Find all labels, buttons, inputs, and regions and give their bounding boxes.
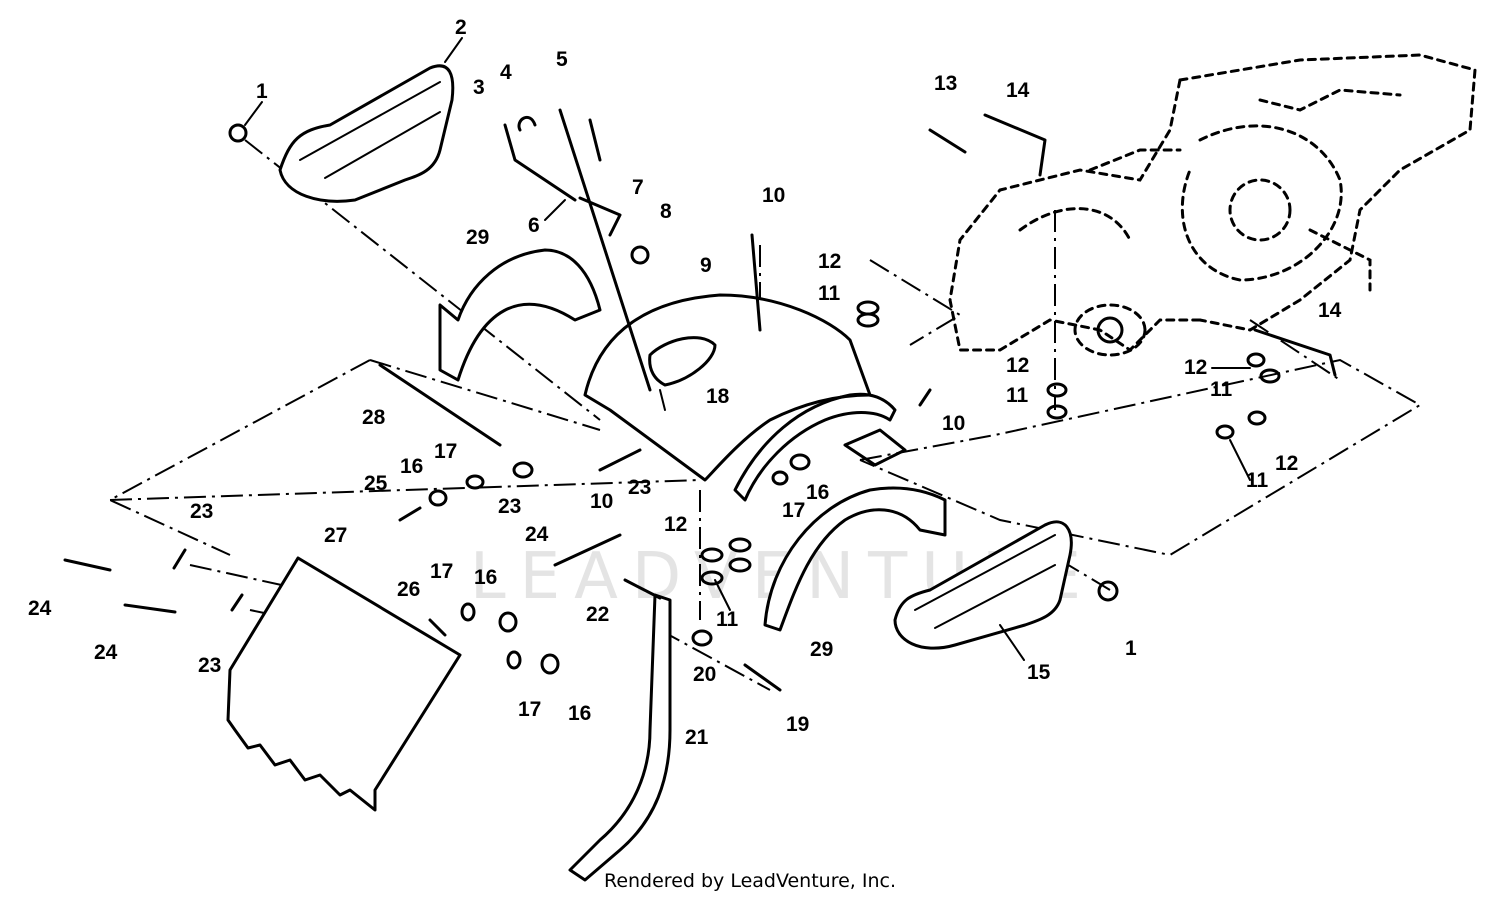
footer-credit: Rendered by LeadVenture, Inc. bbox=[603, 870, 897, 892]
callout-29: 29 bbox=[466, 226, 489, 249]
callout-6: 6 bbox=[528, 214, 540, 237]
callout-8: 8 bbox=[660, 200, 672, 223]
callout-28: 28 bbox=[362, 406, 386, 429]
callout-2: 2 bbox=[455, 16, 467, 39]
callout-10b: 10 bbox=[942, 412, 965, 435]
engine-transmission-outline bbox=[948, 53, 1477, 357]
callout-11b: 11 bbox=[1006, 384, 1029, 407]
callout-14: 14 bbox=[1006, 79, 1030, 102]
callout-11: 11 bbox=[818, 282, 841, 305]
callout-11c: 11 bbox=[1210, 378, 1233, 401]
hardware bbox=[63, 113, 1337, 692]
callout-7: 7 bbox=[632, 176, 644, 199]
callout-17b: 17 bbox=[782, 499, 805, 522]
tine-shield-left bbox=[438, 248, 602, 382]
callout-11e: 11 bbox=[716, 608, 739, 631]
callout-23b: 23 bbox=[498, 495, 521, 518]
callout-21: 21 bbox=[685, 726, 709, 749]
callout-12d: 12 bbox=[1275, 452, 1298, 475]
callout-10: 10 bbox=[762, 184, 785, 207]
callout-12b: 12 bbox=[1006, 354, 1029, 377]
callout-16c: 16 bbox=[474, 566, 497, 589]
callout-12c: 12 bbox=[1184, 356, 1207, 379]
callout-13: 13 bbox=[934, 72, 957, 95]
side-shield-left bbox=[278, 64, 455, 203]
callout-1: 1 bbox=[256, 80, 268, 103]
callout-24c: 24 bbox=[525, 523, 549, 546]
callout-22: 22 bbox=[586, 603, 609, 626]
callout-20: 20 bbox=[693, 663, 716, 686]
callout-12: 12 bbox=[818, 250, 841, 273]
callout-15: 15 bbox=[1027, 661, 1051, 684]
callouts: 1 1 2 3 4 5 6 7 8 9 10 10 10 11 11 11 11… bbox=[28, 16, 1342, 749]
leader-lines bbox=[244, 37, 1251, 661]
callout-24: 24 bbox=[28, 597, 52, 620]
tine-hood bbox=[583, 293, 872, 482]
callout-24b: 24 bbox=[94, 641, 118, 664]
side-shield-right bbox=[893, 520, 1073, 650]
callout-25: 25 bbox=[364, 472, 388, 495]
callout-1b: 1 bbox=[1125, 637, 1137, 660]
callout-17: 17 bbox=[434, 440, 457, 463]
callout-16b: 16 bbox=[806, 481, 829, 504]
callout-4: 4 bbox=[500, 61, 512, 84]
depth-stake bbox=[568, 593, 672, 882]
callout-23: 23 bbox=[190, 500, 213, 523]
callout-10c: 10 bbox=[590, 490, 613, 513]
callout-29b: 29 bbox=[810, 638, 833, 661]
callout-11d: 11 bbox=[1246, 469, 1269, 492]
callout-16: 16 bbox=[400, 455, 423, 478]
callout-23d: 23 bbox=[198, 654, 221, 677]
control-linkage bbox=[503, 108, 652, 392]
hood-rim bbox=[733, 392, 907, 502]
callout-5: 5 bbox=[556, 48, 568, 71]
callout-26: 26 bbox=[397, 578, 420, 601]
flap bbox=[226, 556, 462, 812]
callout-9: 9 bbox=[700, 254, 712, 277]
tine-shield-right bbox=[763, 486, 947, 632]
callout-19: 19 bbox=[786, 713, 809, 736]
callout-3: 3 bbox=[473, 76, 485, 99]
callout-23c: 23 bbox=[628, 476, 651, 499]
callout-17c: 17 bbox=[430, 560, 453, 583]
callout-17d: 17 bbox=[518, 698, 541, 721]
callout-14b: 14 bbox=[1318, 299, 1342, 322]
callout-18: 18 bbox=[706, 385, 730, 408]
rod bbox=[378, 363, 502, 447]
callout-16d: 16 bbox=[568, 702, 591, 725]
callout-12e: 12 bbox=[664, 513, 687, 536]
callout-27: 27 bbox=[324, 524, 347, 547]
